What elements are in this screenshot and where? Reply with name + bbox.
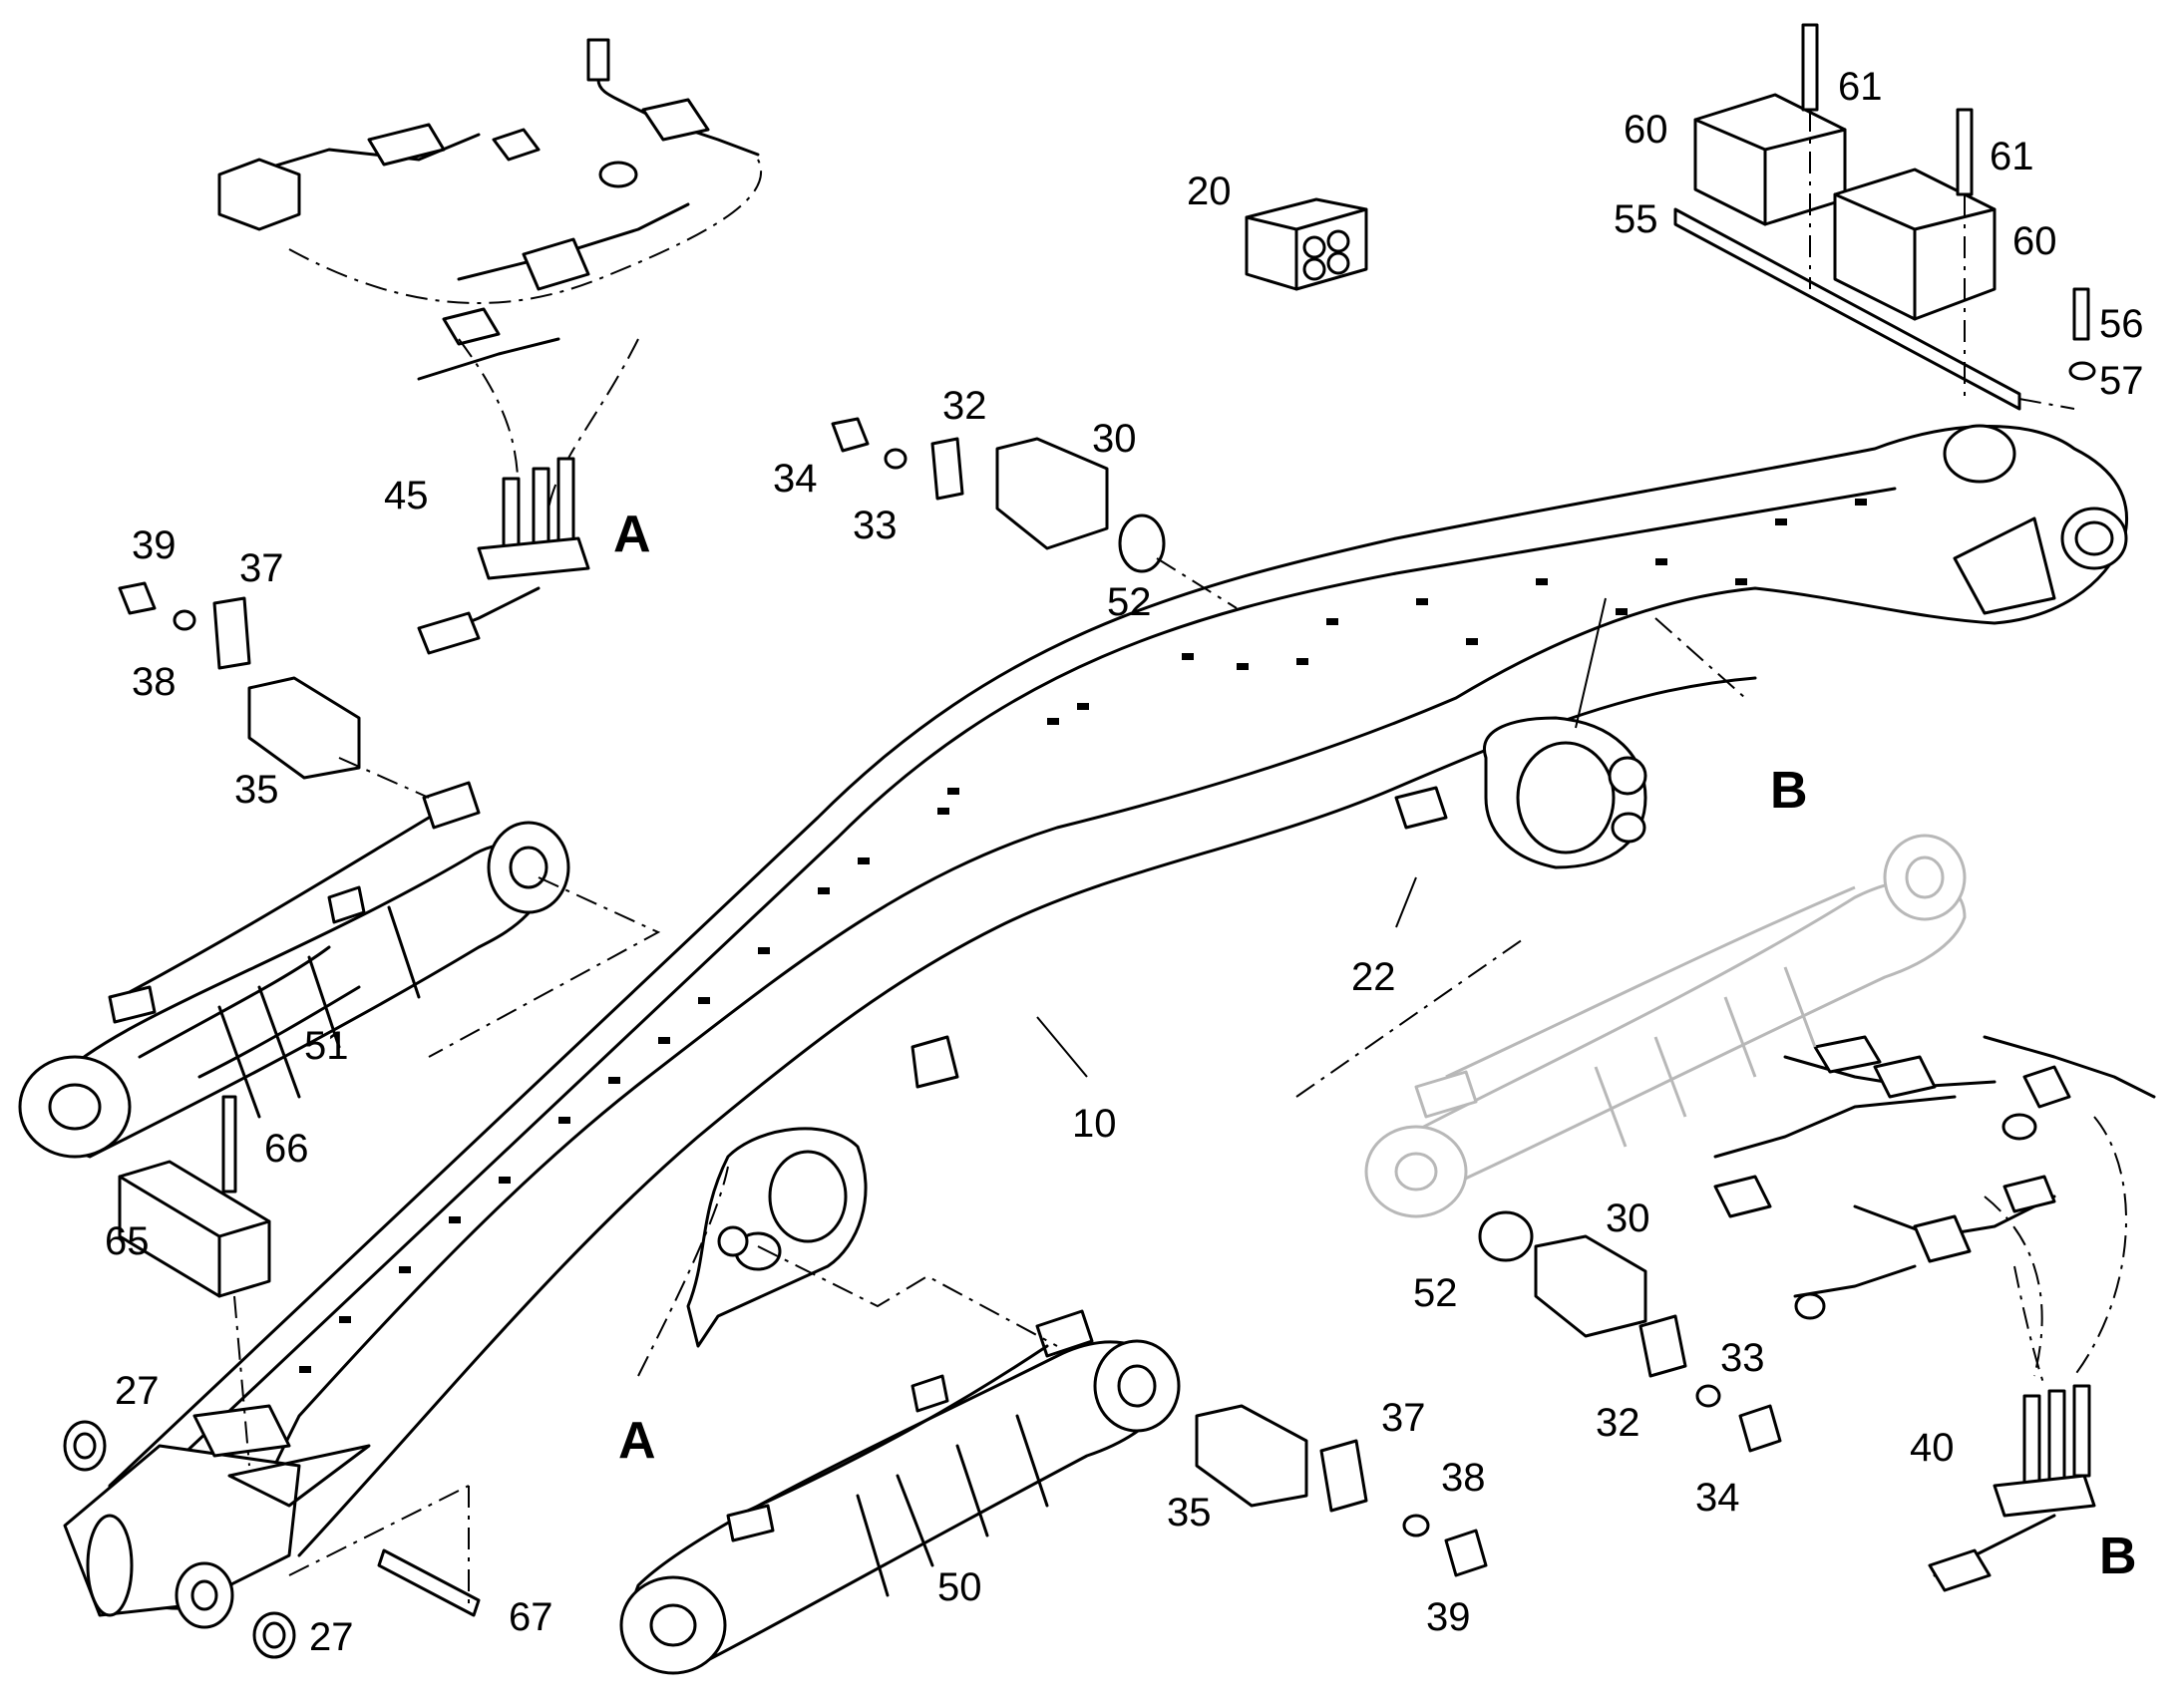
callout-30a: 30 [1092, 417, 1137, 461]
pin-assembly-left [118, 581, 430, 799]
part-40-hose-assembly-b [1713, 1035, 2156, 1592]
callout-34b: 34 [1695, 1476, 1740, 1520]
callout-27b: 27 [309, 1615, 354, 1659]
pin-assembly-bottom [1195, 1404, 1488, 1577]
callout-61b: 61 [1990, 135, 2034, 178]
detail-marker-a-bottom: A [618, 1412, 656, 1470]
callout-45: 45 [384, 474, 429, 517]
callout-39a: 39 [132, 523, 177, 567]
boom-arm [63, 424, 2129, 1629]
callout-60a: 60 [1624, 108, 1668, 152]
callout-32b: 32 [1596, 1401, 1640, 1445]
callout-38b: 38 [1441, 1456, 1486, 1500]
callout-40: 40 [1910, 1426, 1955, 1470]
detail-marker-b-bottom: B [2099, 1528, 2137, 1585]
detail-marker-b-right: B [1770, 762, 1808, 820]
callout-52a: 52 [1107, 580, 1152, 624]
callout-39b: 39 [1426, 1595, 1471, 1639]
callout-10: 10 [1072, 1102, 1117, 1146]
part-65-block [118, 1095, 271, 1467]
callout-55: 55 [1614, 197, 1658, 241]
callout-61a: 61 [1838, 65, 1883, 109]
detail-marker-a-top: A [613, 506, 651, 563]
callout-34a: 34 [773, 457, 818, 501]
detail-markers: A A B B [613, 506, 2137, 1585]
callout-56: 56 [2099, 302, 2144, 346]
callout-35b: 35 [1167, 1491, 1212, 1535]
callout-27a: 27 [115, 1369, 160, 1413]
cylinder-51 [18, 781, 661, 1159]
callout-52b: 52 [1413, 1271, 1458, 1315]
part-67-strap [288, 1485, 481, 1617]
callout-57: 57 [2099, 359, 2144, 403]
callout-37a: 37 [239, 546, 284, 590]
part-20-junction-block [1245, 197, 1368, 291]
valve-block-assembly [1673, 23, 2096, 411]
callout-22: 22 [1351, 955, 1396, 999]
callout-37b: 37 [1381, 1396, 1426, 1440]
pin-assembly-right [1478, 1210, 1782, 1453]
part-45-hose-assembly-a [217, 38, 762, 655]
callout-33a: 33 [853, 504, 898, 547]
pin-assembly-top [831, 417, 1238, 609]
callout-labels: 10 20 22 27 27 30 30 32 32 33 33 34 34 3… [105, 65, 2144, 1659]
callout-20: 20 [1187, 170, 1232, 213]
cylinder-grey-right [1295, 834, 1967, 1218]
callout-51: 51 [304, 1024, 349, 1068]
callout-60b: 60 [2012, 219, 2057, 263]
callout-33b: 33 [1720, 1336, 1765, 1380]
boom-hole-pattern [299, 499, 1867, 1373]
callout-30b: 30 [1606, 1196, 1650, 1240]
callout-32a: 32 [942, 384, 987, 428]
callout-50: 50 [937, 1565, 982, 1609]
callout-38a: 38 [132, 660, 177, 704]
callout-35a: 35 [234, 768, 279, 812]
callout-65: 65 [105, 1219, 150, 1263]
part-27-rings [63, 1420, 296, 1659]
callout-66: 66 [264, 1127, 309, 1171]
cylinder-50 [619, 1245, 1181, 1675]
callout-67: 67 [509, 1595, 553, 1639]
